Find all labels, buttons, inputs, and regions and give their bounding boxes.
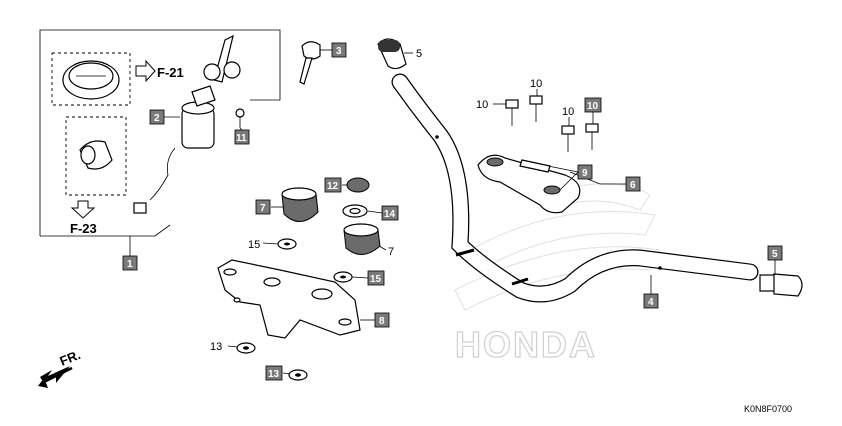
ref-arrow-f23: F-23 — [70, 200, 97, 236]
callout-13-b-label: 13 — [268, 369, 280, 380]
fuel-cap-illustration — [62, 60, 120, 100]
callout-4: 4 — [643, 293, 659, 309]
nut-13a-illustration — [236, 342, 256, 354]
callout-5-top-label: 5 — [416, 48, 422, 60]
callout-4-label: 4 — [648, 297, 654, 308]
front-direction-arrow: FR. — [38, 347, 83, 388]
callout-10-b-label: 10 — [530, 78, 542, 90]
callout-10-c: 10 — [562, 106, 574, 118]
callout-10-a-label: 10 — [476, 99, 488, 111]
callout-15-b: 15 — [367, 270, 385, 286]
callout-10-b: 10 — [530, 78, 542, 90]
callout-10-a: 10 — [476, 99, 488, 111]
ref-f23-label: F-23 — [70, 221, 97, 236]
callout-5-top: 5 — [416, 48, 422, 60]
callout-15-a: 15 — [248, 239, 260, 251]
callout-3: 3 — [331, 42, 347, 58]
callout-15-a-label: 15 — [248, 239, 260, 251]
callout-11-label: 11 — [236, 133, 247, 144]
callout-6: 6 — [625, 176, 641, 192]
callout-3-label: 3 — [336, 46, 342, 57]
callout-9: 9 — [577, 164, 593, 180]
honda-watermark: HONDA — [454, 183, 661, 366]
bar-end-weight-top — [377, 38, 407, 70]
callout-2: 2 — [149, 109, 165, 125]
callout-10-c-label: 10 — [562, 106, 574, 118]
callout-8: 8 — [374, 312, 390, 328]
callout-13-a: 13 — [210, 341, 222, 353]
front-direction-label: FR. — [58, 347, 83, 369]
ref-arrow-f21: F-21 — [135, 59, 184, 83]
callout-7-b-label: 7 — [388, 246, 394, 258]
nut-13b-illustration — [288, 369, 308, 381]
ignition-switch-group-frame — [39, 29, 281, 237]
callout-14: 14 — [381, 205, 399, 221]
callout-9-label: 9 — [582, 168, 588, 179]
callout-6-label: 6 — [630, 180, 636, 191]
lower-holder-lower-illustration — [343, 223, 381, 255]
callout-7-b: 7 — [388, 246, 394, 258]
callout-8-label: 8 — [379, 316, 385, 327]
callout-5-right-label: 5 — [772, 249, 778, 260]
diagram-code: K0N8F0700 — [744, 404, 792, 414]
callout-1-label: 1 — [127, 259, 133, 270]
washer-15a-illustration — [277, 238, 297, 250]
callout-13-b: 13 — [265, 365, 283, 381]
callout-13-a-label: 13 — [210, 341, 222, 353]
washer-15b-illustration — [333, 271, 353, 283]
watermark-text: HONDA — [455, 324, 597, 365]
top-bridge-plate-illustration — [217, 259, 361, 339]
upper-holder-illustration — [477, 154, 581, 214]
bolts-10-illustration — [505, 95, 599, 152]
callout-7-a-label: 7 — [260, 203, 266, 214]
callout-5-right: 5 — [767, 245, 783, 261]
callout-14-label: 14 — [384, 209, 396, 220]
key-illustration — [299, 41, 321, 85]
ref-f21-label: F-21 — [157, 65, 184, 80]
callout-10-d: 10 — [584, 97, 602, 113]
callout-12: 12 — [324, 177, 342, 193]
screw-11-illustration — [235, 108, 245, 128]
callout-12-label: 12 — [327, 181, 339, 192]
ignition-switch-illustration — [133, 34, 241, 214]
washer-14-illustration — [342, 204, 368, 218]
cap-12-illustration — [346, 177, 370, 193]
callout-1: 1 — [122, 255, 138, 271]
handlebar-illustration — [391, 73, 759, 303]
callout-7-a: 7 — [255, 199, 271, 215]
callout-2-label: 2 — [154, 113, 160, 124]
callout-15-b-label: 15 — [370, 274, 382, 285]
lower-holder-upper-illustration — [281, 187, 319, 222]
callout-10-d-label: 10 — [587, 101, 599, 112]
seat-lock-illustration — [79, 140, 113, 170]
callout-11: 11 — [234, 129, 250, 145]
bar-end-weight-right — [759, 273, 803, 297]
